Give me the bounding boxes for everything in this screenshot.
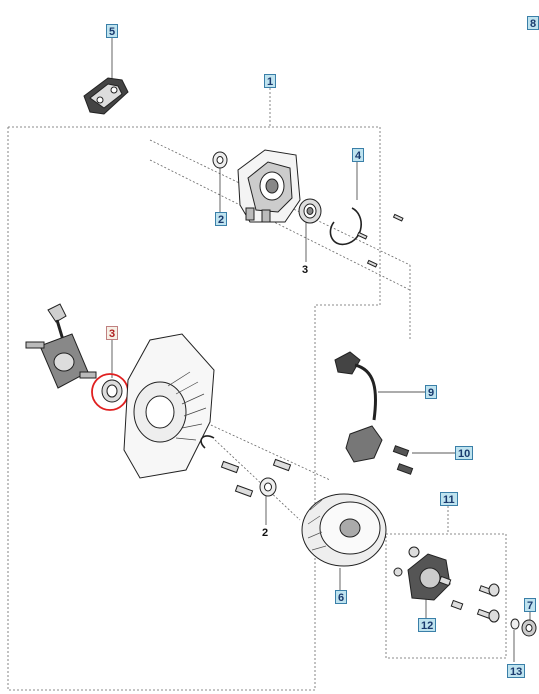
part-2-washer-upper	[212, 151, 228, 169]
part-4-circlip	[329, 207, 362, 246]
group-11-outline	[385, 533, 507, 659]
callout-5: 5	[106, 24, 119, 38]
crankcase-lower	[123, 333, 215, 479]
callout-3-lower: 3	[106, 326, 119, 340]
callout-8: 8	[527, 16, 539, 30]
crankcase-upper	[237, 149, 301, 223]
part-3-bearing-lower	[101, 379, 123, 403]
screws-lower	[220, 458, 292, 498]
callout-6: 6	[335, 590, 348, 604]
callout-7: 7	[524, 598, 537, 612]
clutch-hardware	[393, 546, 500, 623]
callout-11: 11	[440, 492, 458, 506]
locating-pins	[356, 213, 404, 268]
callout-1: 1	[264, 74, 277, 88]
callout-13: 13	[507, 664, 526, 678]
part-3-bearing-upper	[298, 198, 322, 224]
callout-2-lower: 2	[262, 527, 269, 539]
part-9-ignition-coil	[334, 351, 383, 463]
callout-12: 12	[418, 618, 437, 632]
callout-4: 4	[352, 148, 365, 162]
callout-9: 9	[425, 385, 438, 399]
callout-2-upper: 2	[215, 212, 228, 226]
part-13-washer	[510, 618, 520, 630]
part-6-flywheel	[301, 493, 387, 567]
callout-3-upper: 3	[302, 264, 309, 276]
callout-10: 10	[455, 446, 474, 460]
part-7-nut	[521, 619, 537, 637]
part-12-clutch	[407, 553, 451, 601]
part-10-screws	[392, 445, 414, 475]
part-2-washer-lower	[259, 477, 277, 497]
lower-circlip	[200, 435, 215, 449]
part-5-module	[83, 77, 129, 115]
group-1-outline	[7, 126, 381, 691]
crankshaft	[25, 303, 97, 389]
